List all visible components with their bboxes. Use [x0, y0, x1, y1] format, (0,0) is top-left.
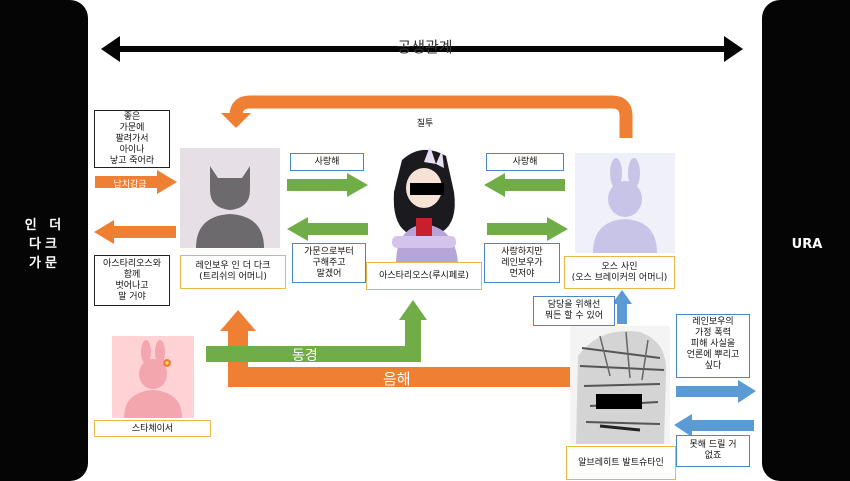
jealousy-arrow: [221, 95, 633, 138]
asterios-name-label: 아스타리오스(루시페로): [366, 262, 482, 290]
cannot-do-arrow: [674, 414, 754, 437]
good-family-label: 좋은 가문에 팔려가서 아이나 낳고 죽어라: [94, 110, 170, 168]
expose-arrow: [676, 380, 756, 403]
do-anything-arrow: [612, 290, 632, 324]
in-the-dark-family-panel: [0, 0, 88, 481]
kidnap-arrow: [95, 170, 177, 194]
admiration-label: 동경: [292, 348, 318, 364]
do-anything-label: 담당을 위해선 뭐든 할 수 있어: [533, 296, 615, 326]
escape-together-label: 아스타리오스와 함께 벗어나고 말 거야: [94, 255, 170, 306]
scheme-label: 음해: [383, 370, 411, 388]
oath-sign-portrait-icon: [575, 153, 675, 253]
rainbow-name-label: 레인보우 인 더 다크 (트리쉬의 어머니): [180, 255, 286, 289]
escape-arrow: [94, 220, 176, 244]
kidnap-label: 납치감금: [113, 180, 147, 190]
ura-family-title: URA: [791, 237, 823, 252]
save-from-family-label: 가문으로부터 구해주고 말겠어: [292, 243, 366, 283]
love-but-rainbow-label: 사랑하지만 레인보우가 먼저야: [484, 243, 560, 283]
oath-sign-name-label: 오스 사인 (오스 브레이커의 어머니): [564, 256, 675, 289]
admiration-arrow: [206, 300, 427, 362]
love-label-left: 사랑해: [290, 153, 364, 171]
save-arrow-asterios-to-rainbow: [287, 217, 368, 241]
rainbow-portrait-icon: [180, 148, 280, 248]
ura-family-panel: [762, 0, 850, 481]
expose-abuse-label: 레인보우의 가정 폭력 피해 사실을 언론에 뿌리고 싶다: [676, 314, 750, 378]
asterios-portrait-icon: [372, 142, 476, 264]
coexistence-arrow: [101, 36, 743, 62]
albrecht-name-label: 알브레히트 발트슈타인: [566, 446, 676, 480]
love-label-right: 사랑해: [486, 153, 564, 171]
albrecht-portrait-icon: [570, 326, 670, 444]
love-arrow-oath-to-asterios: [484, 173, 565, 197]
in-the-dark-family-title: 인 더 다크 가문: [24, 218, 66, 271]
scheme-arrow: [220, 310, 570, 387]
love-but-arrow-asterios-to-oath: [487, 217, 568, 241]
jealousy-label: 질투: [416, 119, 434, 129]
stachaser-name-label: 스타체이서: [94, 420, 211, 437]
love-arrow-rainbow-to-asterios: [287, 173, 368, 197]
cannot-do-label: 못해 드릴 거 없죠: [676, 435, 750, 467]
coexistence-label: 공생관계: [397, 38, 453, 56]
stachaser-portrait-icon: [112, 336, 194, 418]
